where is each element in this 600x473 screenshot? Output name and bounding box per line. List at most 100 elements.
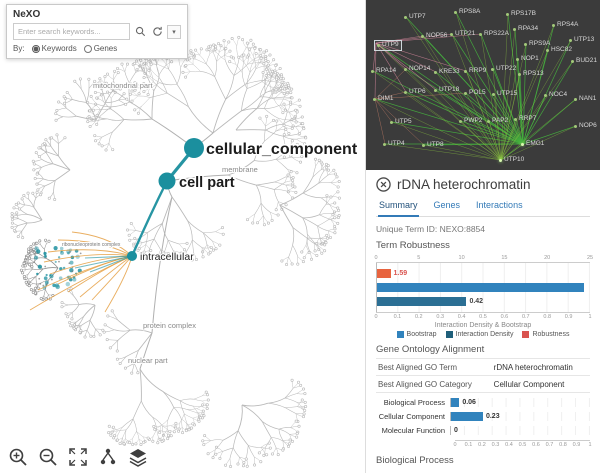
- term-details-panel: rDNA heterochromatin Summary Genes Inter…: [366, 170, 600, 473]
- network-node-NOP14[interactable]: NOP14: [404, 65, 430, 73]
- network-node-PAP2[interactable]: PAP2: [487, 117, 508, 125]
- network-node-RPA14[interactable]: RPA14: [371, 67, 396, 75]
- radio-keywords[interactable]: Keywords: [31, 44, 77, 53]
- search-icon[interactable]: [133, 25, 147, 39]
- network-node-UTP21[interactable]: UTP21: [450, 30, 475, 38]
- keywords-radio-input[interactable]: [31, 44, 40, 53]
- tree-toolbar: [6, 445, 149, 468]
- by-label: By:: [13, 44, 25, 53]
- gene-node-icon: [377, 43, 380, 47]
- gene-node-icon: [552, 23, 555, 27]
- network-node-RRP9[interactable]: RRP9: [464, 67, 486, 75]
- legend-item: Bootstrap: [396, 331, 437, 338]
- gene-node-icon: [421, 34, 424, 38]
- radio-genes[interactable]: Genes: [83, 44, 118, 53]
- network-node-UTP6[interactable]: UTP6: [404, 88, 426, 96]
- network-node-UTP10[interactable]: UTP10: [499, 156, 524, 164]
- network-node-NOP6[interactable]: NOP6: [574, 122, 597, 130]
- zoom-out-button[interactable]: [36, 445, 59, 468]
- gene-node-icon: [506, 12, 509, 16]
- network-node-UTP8[interactable]: UTP8: [422, 141, 444, 149]
- network-node-NAN1[interactable]: NAN1: [574, 95, 596, 103]
- tree-node-cell-part[interactable]: [158, 172, 176, 190]
- network-node-UTP9[interactable]: UTP9: [374, 40, 402, 51]
- network-node-EMG1[interactable]: EMG1: [521, 140, 544, 148]
- network-node-UTP15[interactable]: UTP15: [492, 90, 517, 98]
- section-biological-process: Biological Process: [376, 455, 454, 466]
- network-node-BUD21[interactable]: BUD21: [571, 57, 597, 65]
- network-node-NOP1[interactable]: NOP1: [516, 55, 539, 63]
- network-node-UTP22[interactable]: UTP22: [491, 65, 516, 73]
- network-node-UTP4[interactable]: UTP4: [383, 140, 405, 148]
- network-node-RPS4A[interactable]: RPS4A: [552, 21, 578, 29]
- fit-view-button[interactable]: [66, 445, 89, 468]
- network-node-RPS22A[interactable]: RPS22A: [479, 30, 509, 38]
- tab-interactions[interactable]: Interactions: [476, 200, 523, 210]
- tree-label-cell-part[interactable]: cell part: [178, 174, 237, 193]
- close-term-icon[interactable]: [376, 177, 391, 192]
- tab-genes[interactable]: Genes: [433, 200, 461, 210]
- gene-node-icon: [404, 67, 407, 71]
- network-node-RPS8A[interactable]: RPS8A: [454, 8, 480, 16]
- network-node-RPA34[interactable]: RPA34: [513, 25, 538, 33]
- table-row: Best Aligned GO Category Cellular Compon…: [376, 375, 590, 393]
- layers-button[interactable]: [126, 445, 149, 468]
- network-node-NOC4[interactable]: NOC4: [544, 91, 567, 99]
- gene-node-icon: [404, 90, 407, 94]
- network-node-RRP7[interactable]: RRP7: [514, 115, 536, 123]
- tree-label-ribonucleoprotein-complex[interactable]: ribonucleoprotein complex: [61, 241, 122, 249]
- layers-icon: [129, 448, 146, 467]
- network-node-DIM1[interactable]: DIM1: [373, 95, 394, 103]
- tree-node-intracellular[interactable]: [127, 251, 137, 261]
- radio-genes-label: Genes: [93, 44, 118, 53]
- network-node-RPS13[interactable]: RPS13: [518, 70, 544, 78]
- gene-node-icon: [422, 143, 425, 147]
- gene-node-icon: [499, 158, 502, 162]
- network-node-POL5[interactable]: POL5: [464, 89, 486, 97]
- tree-label-nuclear-part[interactable]: nuclear part: [127, 355, 170, 366]
- reset-icon[interactable]: [150, 25, 164, 39]
- tree-label-cellular-component[interactable]: cellular_component: [205, 140, 360, 160]
- tree-node-cellular-component[interactable]: [184, 138, 204, 158]
- network-node-UTP5[interactable]: UTP5: [390, 118, 412, 126]
- tree-label-mitochondrial-part[interactable]: mitochondrial part: [92, 80, 155, 91]
- network-node-PWP2[interactable]: PWP2: [459, 117, 482, 125]
- search-input[interactable]: [13, 23, 130, 40]
- network-node-NOP56[interactable]: NOP56: [421, 32, 447, 40]
- gene-node-icon: [544, 93, 547, 97]
- network-node-RPS17B[interactable]: RPS17B: [506, 10, 536, 18]
- alignment-bar: [451, 398, 460, 407]
- gene-node-icon: [459, 119, 462, 123]
- network-node-RPS9A[interactable]: RPS9A: [524, 40, 550, 48]
- gene-node-icon: [390, 120, 393, 124]
- gene-node-icon: [491, 67, 494, 71]
- gene-node-icon: [383, 142, 386, 146]
- subtree-button[interactable]: [96, 445, 119, 468]
- tree-label-membrane[interactable]: membrane: [221, 164, 259, 175]
- network-node-UTP13[interactable]: UTP13: [569, 36, 594, 44]
- network-node-HSC82[interactable]: HSC82: [546, 46, 572, 54]
- go-term-label: Best Aligned GO Term: [376, 358, 492, 376]
- network-node-KRE33[interactable]: KRE33: [434, 68, 460, 76]
- zoom-in-button[interactable]: [6, 445, 29, 468]
- network-node-UTP7[interactable]: UTP7: [404, 13, 426, 21]
- genes-radio-input[interactable]: [83, 44, 92, 53]
- tab-summary[interactable]: Summary: [378, 196, 419, 217]
- zoom-out-icon: [39, 448, 57, 466]
- tree-label-protein-complex[interactable]: protein complex: [142, 320, 197, 331]
- tree-label-intracellular[interactable]: intracellular: [139, 250, 195, 264]
- dropdown-caret-icon[interactable]: ▾: [167, 24, 181, 39]
- network-node-UTP18[interactable]: UTP18: [434, 86, 459, 94]
- gene-node-icon: [513, 27, 516, 31]
